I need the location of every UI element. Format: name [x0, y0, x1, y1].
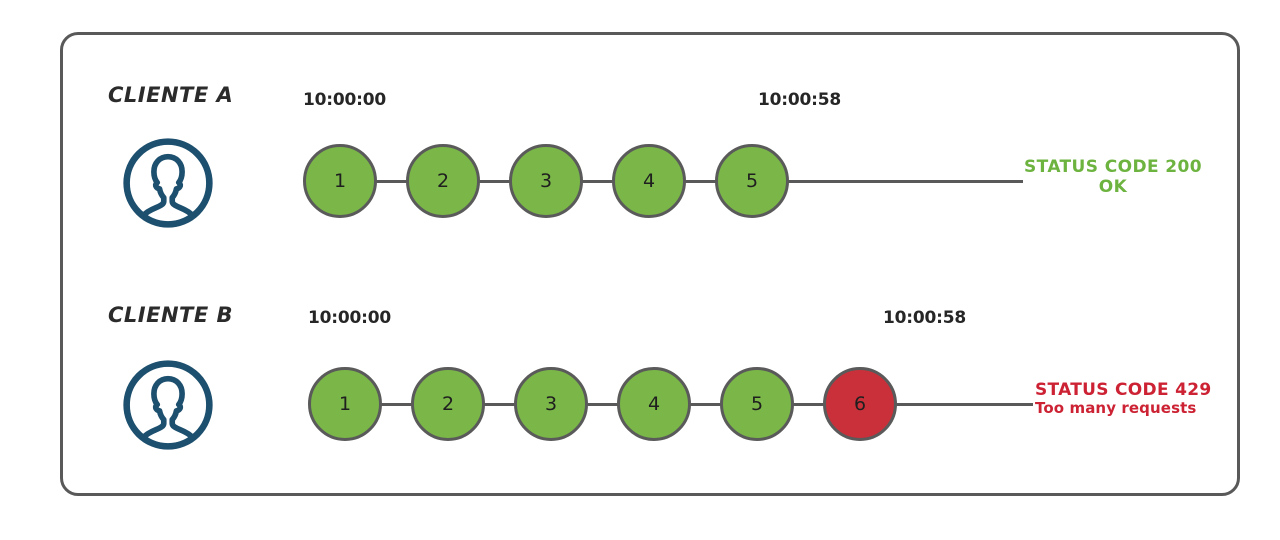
- request-node[interactable]: 1: [308, 367, 382, 441]
- user-avatar-icon: [121, 358, 215, 452]
- request-node[interactable]: 4: [617, 367, 691, 441]
- status-message-a: STATUS CODE 200 OK: [1023, 157, 1203, 197]
- request-node-rate-limited[interactable]: 6: [823, 367, 897, 441]
- timestamp-start-a: 10:00:00: [303, 90, 386, 110]
- request-node-label: 4: [642, 169, 656, 192]
- client-label-b: CLIENTE B: [108, 303, 234, 327]
- timestamp-end-a: 10:00:58: [758, 90, 841, 110]
- user-avatar-icon: [121, 136, 215, 230]
- request-node-label: 5: [745, 169, 759, 192]
- request-node-label: 3: [544, 392, 558, 415]
- request-node-label: 2: [436, 169, 450, 192]
- request-node-label: 5: [750, 392, 764, 415]
- request-node[interactable]: 3: [509, 144, 583, 218]
- request-node-label: 4: [647, 392, 661, 415]
- request-node[interactable]: 1: [303, 144, 377, 218]
- request-node-label: 6: [853, 392, 867, 415]
- diagram-panel: CLIENTE A 10:00:00 10:00:58 1 2 3 4 5 ST…: [60, 32, 1240, 496]
- timestamp-end-b: 10:00:58: [883, 308, 966, 328]
- client-label-a: CLIENTE A: [108, 83, 234, 107]
- request-node-label: 1: [338, 392, 352, 415]
- status-code-line: STATUS CODE 429: [1035, 380, 1212, 400]
- request-node-label: 3: [539, 169, 553, 192]
- request-node[interactable]: 2: [406, 144, 480, 218]
- status-text-line: Too many requests: [1035, 399, 1197, 418]
- request-node[interactable]: 5: [715, 144, 789, 218]
- request-node[interactable]: 2: [411, 367, 485, 441]
- request-node[interactable]: 4: [612, 144, 686, 218]
- status-message-b: STATUS CODE 429 Too many requests: [1035, 380, 1235, 418]
- request-node-label: 1: [333, 169, 347, 192]
- status-text-line: OK: [1098, 177, 1128, 198]
- request-node[interactable]: 5: [720, 367, 794, 441]
- status-code-line: STATUS CODE 200: [1024, 157, 1202, 177]
- timestamp-start-b: 10:00:00: [308, 308, 391, 328]
- request-node[interactable]: 3: [514, 367, 588, 441]
- request-node-label: 2: [441, 392, 455, 415]
